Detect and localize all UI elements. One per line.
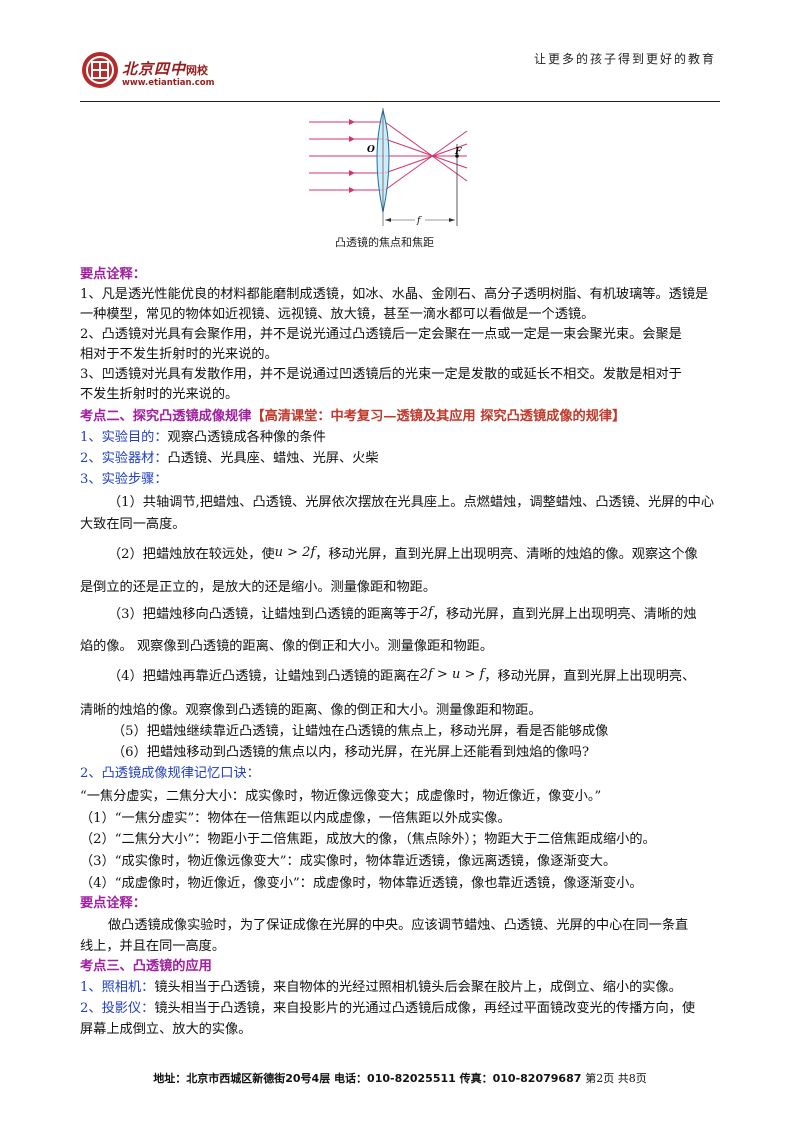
logo-url: www.etiantian.com <box>122 78 215 88</box>
mnemonic-line: “一焦分虚实，二焦分大小：成实像时，物近像远像变大；成虚像时，物近像近，像变小。… <box>80 789 602 804</box>
convex-lens-diagram: F O f <box>309 108 468 226</box>
note2-text: 做凸透镜成像实验时，为了保证成像在光屏的中央。应该调节蜡烛、凸透镜、光屏的中心在… <box>108 918 689 933</box>
logo-emblem-icon <box>82 52 118 88</box>
note2-title: 要点诠释： <box>80 896 146 911</box>
section-heading-kp3: 考点三、凸透镜的应用 <box>80 959 212 974</box>
step-4: （4）把蜡烛再靠近凸透镜，让蜡烛到凸透镜的距离在2f > u > f，移动光屏，… <box>108 667 696 684</box>
step-5: （5）把蜡烛继续靠近凸透镜，让蜡烛在凸透镜的焦点上，移动光屏，看是否能够成像 <box>112 724 609 739</box>
aim-line: 1、实验目的：观察凸透镜成各种像的条件 <box>80 430 326 445</box>
figure-caption: 凸透镜的焦点和焦距 <box>335 236 434 249</box>
steps-label: 3、实验步骤： <box>80 472 168 487</box>
note2-text-cont: 线上，并且在同一高度。 <box>80 939 226 954</box>
math-2f-gt-u-gt-f: 2f > u > f <box>419 667 485 682</box>
text-line: 一种模型，常见的物体如近视镜、远视镜、放大镜，甚至一滴水都可以看做是一个透镜。 <box>80 307 595 322</box>
ray-arrows <box>349 119 355 193</box>
text-line: 1、凡是透光性能优良的材料都能磨制成透镜，如冰、水晶、金刚石、高分子透明树脂、有… <box>80 287 709 302</box>
footer-address: 地址：北京市西城区新德街20号4层 电话：010-82025511 传真：010… <box>153 1072 582 1085</box>
math-u-gt-2f: u > 2f <box>274 545 316 560</box>
step-2-cont: 是倒立的还是正立的，是放大的还是缩小。测量像距和物距。 <box>80 580 437 595</box>
header-slogan: 让更多的孩子得到更好的教育 <box>533 52 716 66</box>
math-2f: 2f <box>419 605 433 620</box>
step-2: （2）把蜡烛放在较远处，使u > 2f，移动光屏，直到光屏上出现明亮、清晰的烛焰… <box>108 545 698 562</box>
mnemonic-title: 2、凸透镜成像规律记忆口诀： <box>80 766 260 781</box>
equipment-line: 2、实验器材：凸透镜、光具座、蜡烛、光屏、火柴 <box>80 451 379 466</box>
mnemonic-item: （1）“一焦分虚实”：物体在一倍焦距以内成虚像，一倍焦距以外成实像。 <box>80 811 511 826</box>
camera-line: 1、照相机：镜头相当于凸透镜，来自物体的光经过照相机镜头后会聚在胶片上，成倒立、… <box>80 980 682 995</box>
label-f-point: F <box>454 147 462 157</box>
projector-line: 2、投影仪：镜头相当于凸透镜，来自投影片的光通过凸透镜后成像，再经过平面镜改变光… <box>80 1001 696 1016</box>
refracted-rays <box>384 121 468 191</box>
text-line: 3、凹透镜对光具有发散作用，并不是说通过凹透镜后的光束一定是发散的或延长不相交。… <box>80 367 682 382</box>
step-4-cont: 清晰的烛焰的像。观察像到凸透镜的距离、像的倒正和大小。测量像距和物距。 <box>80 703 542 718</box>
page-header: 北京四中网校 www.etiantian.com 让更多的孩子得到更好的教育 <box>80 40 720 102</box>
step-1-cont: 大致在同一高度。 <box>80 517 186 532</box>
incident-rays <box>309 121 383 191</box>
logo-suffix: 网校 <box>186 64 209 77</box>
mnemonic-item: （2）“二焦分大小”：物距小于二倍焦距，成放大的像，（焦点除外）；物距大于二倍焦… <box>80 832 656 847</box>
projector-line-cont: 屏幕上成倒立、放大的实像。 <box>80 1022 252 1037</box>
step-3-cont: 焰的像。 观察像到凸透镜的距离、像的倒正和大小。测量像距和物距。 <box>80 639 494 654</box>
text-line: 2、凸透镜对光具有会聚作用，并不是说光通过凸透镜后一定会聚在一点或一定是一束会聚… <box>80 327 682 342</box>
text-line: 相对于不发生折射时的光来说的。 <box>80 347 278 362</box>
text-line: 不发生折射时的光来说的。 <box>80 387 239 402</box>
step-3: （3）把蜡烛移向凸透镜，让蜡烛到凸透镜的距离等于2f，移动光屏，直到光屏上出现明… <box>108 605 697 622</box>
mnemonic-item: （4）“成虚像时，物近像近，像变小”：成虚像时，物体靠近透镜，像也靠近透镜，像逐… <box>80 876 643 891</box>
label-o-point: O <box>367 145 375 155</box>
mnemonic-item: （3）“成实像时，物近像远像变大”：成实像时，物体靠近透镜，像远离透镜，像逐渐变… <box>80 854 617 869</box>
section-heading-kp2: 考点二、探究凸透镜成像规律【高清课堂：中考复习—透镜及其应用 探究凸透镜成像的规… <box>80 409 626 424</box>
focal-point <box>455 154 459 158</box>
step-6: （6）把蜡烛移动到凸透镜的焦点以内，移动光屏，在光屏上还能看到烛焰的像吗? <box>112 745 590 760</box>
step-1: （1）共轴调节,把蜡烛、凸透镜、光屏依次摆放在光具座上。点燃蜡烛，调整蜡烛、凸透… <box>108 495 715 510</box>
page-number: 第2页 共8页 <box>585 1072 647 1085</box>
logo-name: 北京四中 <box>122 60 187 78</box>
hd-class-link[interactable]: 【高清课堂：中考复习—透镜及其应用 探究凸透镜成像的规律】 <box>251 409 626 424</box>
school-logo: 北京四中网校 www.etiantian.com <box>80 48 280 96</box>
note1-title: 要点诠释： <box>80 267 146 282</box>
page-footer: 地址：北京市西城区新德街20号4层 电话：010-82025511 传真：010… <box>0 1070 800 1086</box>
label-focal-length: f <box>416 216 422 226</box>
